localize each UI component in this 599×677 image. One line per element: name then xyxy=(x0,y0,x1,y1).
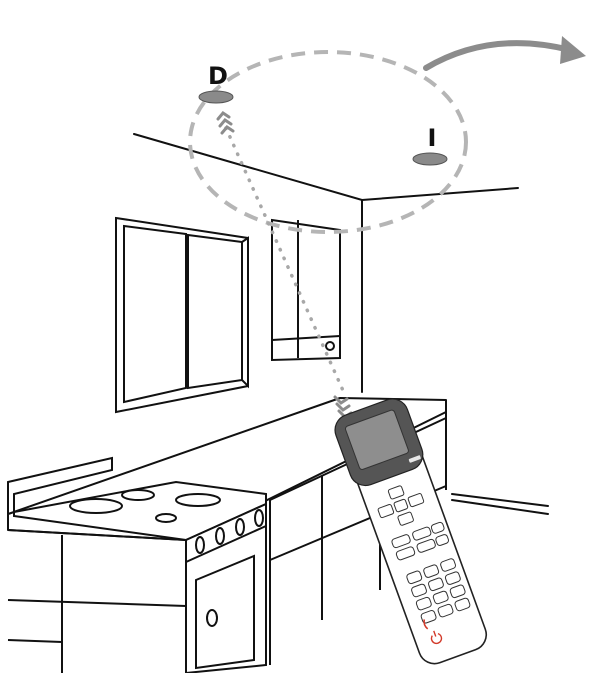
sensor-highlight-ellipse xyxy=(190,52,466,232)
curved-arrow-icon xyxy=(426,36,586,68)
sensor-i xyxy=(413,153,447,165)
remote-control xyxy=(331,394,493,669)
sensor-d-label: D xyxy=(208,62,228,90)
wall-unit xyxy=(272,220,340,360)
window xyxy=(116,218,248,412)
sensor-i-label: I xyxy=(428,124,437,152)
sensor-d xyxy=(199,91,233,103)
